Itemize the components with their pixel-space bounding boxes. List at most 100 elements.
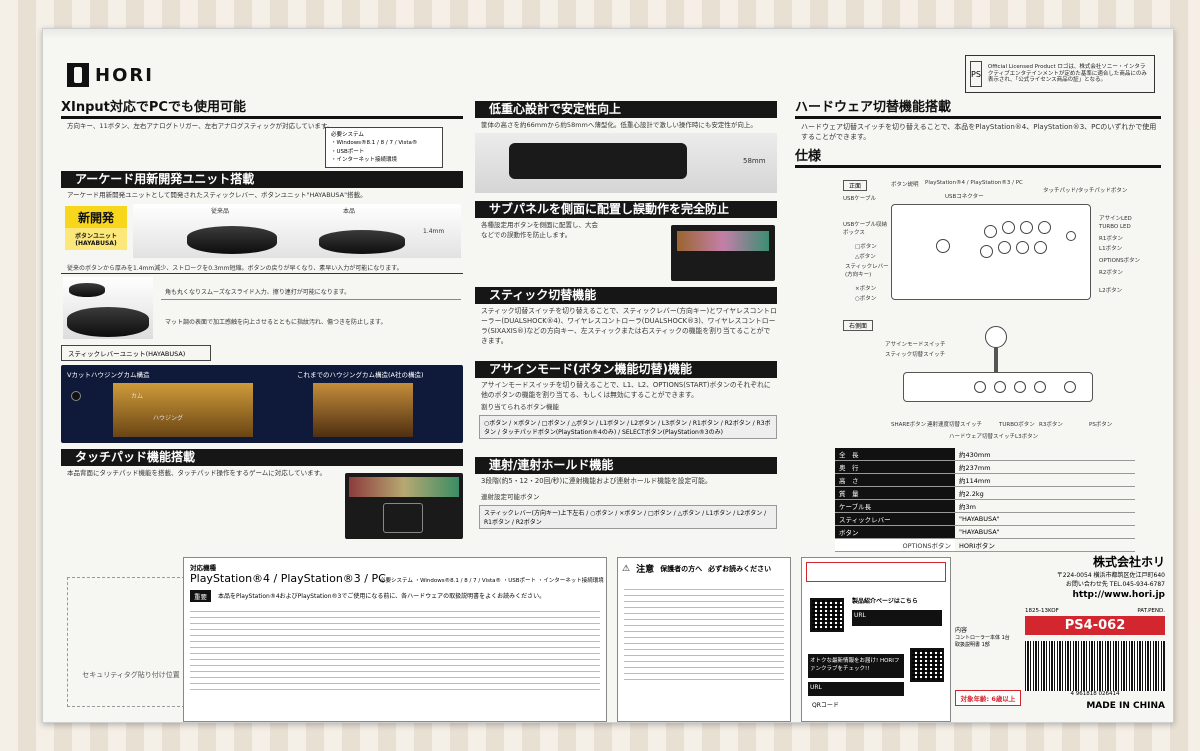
spec-value: "HAYABUSA" <box>955 512 1135 527</box>
divider <box>624 625 784 626</box>
side-label-text: アサインモードスイッチ <box>885 342 946 349</box>
spec-key: 奥 行 <box>835 460 955 475</box>
caution-sub: 保護者の方へ <box>660 564 703 573</box>
spec-value: 約2.2kg <box>955 486 1135 501</box>
side-label-text: スティック切替スイッチ <box>885 352 946 359</box>
left-label: スティックレバー(方向キー) <box>845 264 889 279</box>
divider <box>190 683 600 684</box>
divider <box>624 619 784 620</box>
usage-label: 製品紹介ページはこちら <box>852 598 918 605</box>
dim-label: 1.4mm <box>423 228 445 236</box>
column-left: XInput対応でPCでも使用可能 方向キー、11ボタン、左右アナログトリガー、… <box>61 101 463 541</box>
assign-buttons: ○ボタン / ×ボタン / □ボタン / △ボタン / L1ボタン / L2ボタ… <box>479 414 777 439</box>
button-l1 <box>1038 221 1051 235</box>
table-row: ボタン"HAYABUSA" <box>835 525 1135 540</box>
req-line: ・インターネット接続環境 <box>331 156 398 163</box>
company-url: http://www.hori.jp <box>1072 590 1165 600</box>
divider <box>190 671 600 672</box>
left-label: □ボタン <box>855 244 877 251</box>
spec-key: 全 長 <box>835 448 955 462</box>
subpanel-block: 各種設定用ボタンを側面に配置し、大会などでの誤動作を防止します。 <box>475 221 777 283</box>
side-button <box>994 381 1006 394</box>
new-badge: 新開発 <box>65 206 127 230</box>
button-square <box>984 225 997 239</box>
qr-label: QRコード <box>812 702 839 709</box>
divider <box>161 299 461 301</box>
button-r1 <box>1020 221 1033 235</box>
side-label-text: L3ボタン <box>1015 434 1039 441</box>
assign-text: アサインモードスイッチを切り替えることで、L1、L2、OPTIONS(START… <box>481 380 771 399</box>
old-label: 従来品 <box>211 208 230 216</box>
licensed-text: Official Licensed Product ロゴは、株式会社ソニー・イン… <box>987 63 1147 84</box>
touchpad-photo <box>345 473 463 540</box>
top-label: ボタン説明 <box>891 182 919 189</box>
button-l2 <box>1034 241 1047 255</box>
product-code: 1825-13KOF <box>1025 608 1059 614</box>
side-label: 右側面 <box>843 320 874 332</box>
side-button <box>974 381 986 394</box>
spec-key: ボタン <box>835 525 955 540</box>
company-contact: お問い合わせ先 TEL.045-934-6787 <box>1065 581 1165 588</box>
assign-title: アサインモード(ボタン機能切替)機能 <box>475 360 777 378</box>
side-label-text: PSボタン <box>1089 422 1113 429</box>
side-label-text: 連射速度切替スイッチ <box>927 422 983 429</box>
touchpad-pad <box>383 503 423 534</box>
button-triangle <box>1002 221 1015 235</box>
stick-ball-icon <box>71 391 81 402</box>
button-cross <box>980 245 993 259</box>
fanclub-box: オトクな最新情報をお届け! HORIファンクラブをチェック!! <box>808 654 904 678</box>
subpanel-title: サブパネルを側面に配置し誤動作を完全防止 <box>475 201 777 219</box>
divider <box>624 649 784 650</box>
divider <box>190 641 600 642</box>
divider <box>190 653 600 654</box>
subpanel-text: 各種設定用ボタンを側面に配置し、大会などでの誤動作を防止します。 <box>481 221 598 239</box>
lever-diagram: Vカットハウジングカム構造 カム ハウジング これまでのハウジングカム構造(A社… <box>61 365 463 444</box>
top-label: USBコネクター <box>945 194 984 201</box>
model-number: PS4-062 <box>1025 616 1165 635</box>
playstation-icon: PS <box>970 61 982 87</box>
spec-key: スティックレバー <box>835 512 955 527</box>
divider <box>624 655 784 656</box>
subpanel-art <box>677 231 769 252</box>
feature-button-image <box>67 307 149 338</box>
age-badge: 対象年齢: 6歳以上 <box>955 690 1021 706</box>
side-label-text: ハードウェア切替スイッチ <box>949 434 1016 441</box>
subpanel-photo <box>671 225 775 282</box>
left-label: ×ボタン <box>855 286 877 293</box>
table-row: 高 さ約114mm <box>835 473 1135 488</box>
security-tag-area: セキュリティタグ貼り付け位置 <box>67 577 195 707</box>
req-line: 必要システム ・Windows®8.1 / 8 / 7 / Vista® ・US… <box>380 578 604 584</box>
feature-button-small <box>69 283 105 298</box>
arcade-title: アーケード用新開発ユニット搭載 <box>61 171 463 188</box>
button-compare: 新開発 ボタンユニット (HAYABUSA) 従来品 本品 1.4mm <box>61 204 463 262</box>
divider <box>190 635 600 636</box>
options-button <box>1066 231 1076 242</box>
right-label: OPTIONSボタン <box>1099 258 1141 265</box>
side-button <box>1014 381 1026 394</box>
front-controller-outline <box>891 204 1091 301</box>
feature-2: マット調の表面で加工感触を向上させるとともに指紋汚れ、傷つきを防止します。 <box>165 319 387 327</box>
table-row: 質 量約2.2kg <box>835 486 1135 501</box>
xinput-req-box: 必要システム ・Windows®8.1 / 8 / 7 / Vista® ・US… <box>325 127 443 168</box>
divider <box>624 631 784 632</box>
side-diagram: 右側面 アサインモードスイッチ スティック切替スイッチ SHAREボタン 連射速… <box>795 320 1161 448</box>
side-label-text: R3ボタン <box>1039 422 1063 429</box>
ps-button <box>1064 381 1076 394</box>
spec-key: 高 さ <box>835 473 955 488</box>
divider <box>624 607 784 608</box>
top-label: タッチパッド/タッチパッドボタン <box>1043 188 1128 195</box>
side-button <box>1034 381 1046 394</box>
unit-label: ボタンユニット (HAYABUSA) <box>65 228 127 251</box>
left-label: △ボタン <box>855 254 876 261</box>
lever-shaft <box>994 348 998 373</box>
contents-block: 内容 コントローラー本体 1台 取扱説明書 1部 対象年齢: 6歳以上 <box>955 625 1021 719</box>
right-label: R2ボタン <box>1099 270 1123 277</box>
fanclub-qr-icon <box>910 648 944 682</box>
cam-label: カム <box>131 393 144 401</box>
table-row: ケーブル長約3m <box>835 499 1135 514</box>
hori-logo-icon <box>67 63 89 87</box>
rapid-text: 3段階(約5・12・20回/秒)に連射機能および連射ホールド機能を設定可能。 <box>481 476 712 485</box>
divider <box>624 637 784 638</box>
qr-panel: 製品紹介ページはこちら URL オトクな最新情報をお届け! HORIファンクラブ… <box>801 557 951 722</box>
